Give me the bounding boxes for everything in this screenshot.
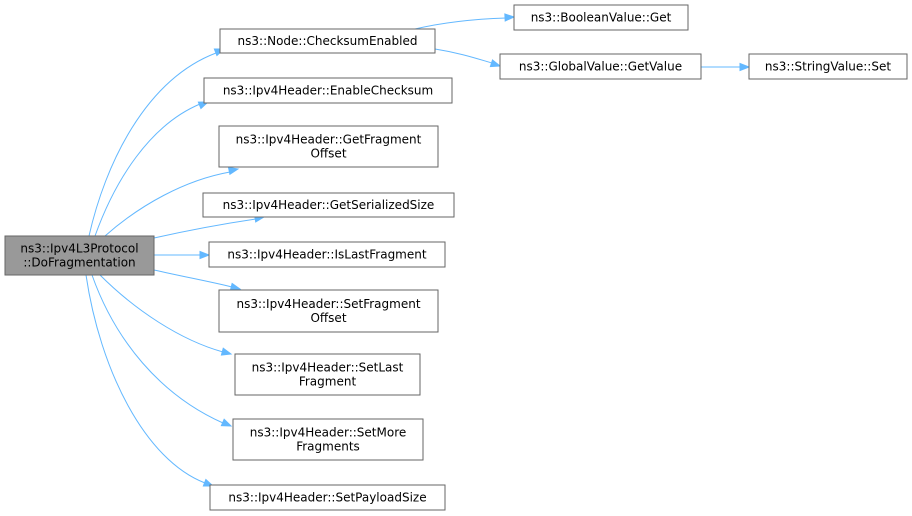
- node-label: ns3::Ipv4Header::GetFragment: [236, 133, 422, 147]
- node-box: [209, 484, 446, 511]
- call-nodes: ns3::Ipv4L3Protocol::DoFragmentationns3:…: [4, 4, 908, 511]
- node-label: ns3::GlobalValue::GetValue: [519, 60, 682, 74]
- edge-root-to-is-last-fragment: [154, 250, 211, 260]
- node-label: Offset: [310, 311, 346, 325]
- node-label: ns3::Ipv4Header::SetMore: [250, 426, 407, 440]
- node-label: Offset: [310, 147, 346, 161]
- arrowhead-icon: [227, 166, 240, 176]
- node-label: Fragments: [296, 440, 360, 454]
- arrowhead-icon: [739, 62, 751, 72]
- call-edges: [85, 13, 751, 487]
- node-enable-checksum[interactable]: ns3::Ipv4Header::EnableChecksum: [203, 77, 453, 104]
- node-box: [234, 353, 421, 396]
- node-box: [748, 53, 908, 80]
- edge-line: [153, 269, 233, 288]
- arrowhead-icon: [220, 347, 233, 356]
- node-box: [203, 77, 453, 104]
- edge-line: [99, 274, 224, 353]
- edge-root-to-enable-checksum: [94, 101, 210, 237]
- arrowhead-icon: [489, 59, 502, 68]
- node-label: Fragment: [299, 375, 357, 389]
- node-box: [4, 235, 155, 276]
- node-label: ns3::StringValue::Set: [765, 60, 891, 74]
- node-global-value-get-value[interactable]: ns3::GlobalValue::GetValue: [499, 53, 702, 80]
- edge-root-to-set-last-fragment: [99, 274, 233, 356]
- node-label: ns3::Node::ChecksumEnabled: [238, 34, 418, 48]
- node-label: ns3::Ipv4Header::IsLastFragment: [227, 248, 426, 262]
- node-get-serialized-size[interactable]: ns3::Ipv4Header::GetSerializedSize: [202, 192, 455, 218]
- node-label: ns3::Ipv4L3Protocol: [20, 242, 138, 256]
- node-box: [202, 192, 455, 218]
- arrowhead-icon: [199, 250, 211, 260]
- edge-root-to-set-payload-size: [85, 274, 215, 487]
- node-box: [219, 28, 436, 54]
- node-box: [218, 125, 439, 168]
- edge-root-to-get-serialized-size: [153, 214, 266, 239]
- edge-line: [153, 218, 257, 239]
- edge-line: [88, 52, 217, 237]
- arrowhead-icon: [197, 101, 210, 110]
- edge-line: [434, 48, 493, 64]
- node-label: ns3::BooleanValue::Get: [531, 11, 672, 25]
- arrowhead-icon: [220, 418, 233, 427]
- node-label: ns3::Ipv4Header::GetSerializedSize: [223, 198, 435, 212]
- edge-line: [91, 274, 224, 424]
- node-label: ns3::Ipv4Header::EnableChecksum: [223, 84, 433, 98]
- node-box: [499, 53, 702, 80]
- edge-root-to-get-fragment-offset: [104, 166, 240, 237]
- node-box: [232, 418, 424, 461]
- arrowhead-icon: [202, 478, 215, 487]
- node-label: ns3::Ipv4Header::SetLast: [252, 361, 404, 375]
- node-set-payload-size[interactable]: ns3::Ipv4Header::SetPayloadSize: [209, 484, 446, 511]
- edge-line: [104, 171, 231, 237]
- edge-root-to-set-fragment-offset: [153, 269, 242, 291]
- node-label: ns3::Ipv4Header::SetFragment: [236, 297, 420, 311]
- node-box: [208, 241, 446, 268]
- arrowhead-icon: [504, 13, 516, 22]
- node-string-value-set[interactable]: ns3::StringValue::Set: [748, 53, 908, 80]
- edge-line: [414, 17, 507, 30]
- edge-root-to-set-more-fragments: [91, 274, 233, 427]
- edge-line: [85, 274, 206, 484]
- edge-line: [94, 103, 201, 237]
- node-root[interactable]: ns3::Ipv4L3Protocol::DoFragmentation: [4, 235, 155, 276]
- edge-global-value-get-value-to-string-value-set: [701, 62, 751, 72]
- node-checksum-enabled[interactable]: ns3::Node::ChecksumEnabled: [219, 28, 436, 54]
- node-box: [513, 4, 689, 31]
- node-boolean-value-get[interactable]: ns3::BooleanValue::Get: [513, 4, 689, 31]
- node-is-last-fragment[interactable]: ns3::Ipv4Header::IsLastFragment: [208, 241, 446, 268]
- node-label: ::DoFragmentation: [23, 256, 135, 270]
- node-label: ns3::Ipv4Header::SetPayloadSize: [228, 491, 426, 505]
- arrowhead-icon: [229, 282, 242, 291]
- edge-checksum-enabled-to-boolean-value-get: [414, 13, 516, 30]
- edge-checksum-enabled-to-global-value-get-value: [434, 48, 502, 68]
- node-box: [218, 289, 439, 333]
